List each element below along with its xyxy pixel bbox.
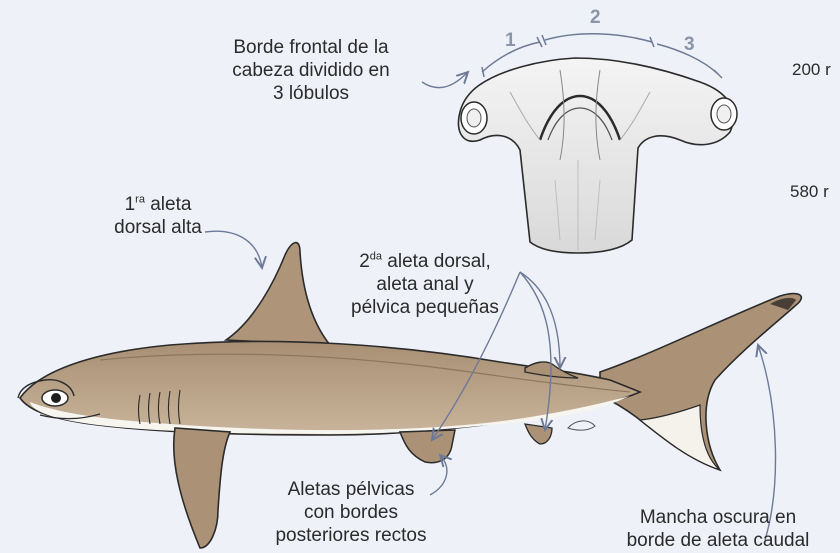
label-line: cabeza dividido en <box>203 59 419 82</box>
label-line: dorsal alta <box>98 216 218 239</box>
label-caudal-spot: Mancha oscura en borde de aleta caudal <box>603 506 833 552</box>
label-second-dorsal: 2da aleta dorsal, aleta anal y pélvica p… <box>330 250 520 319</box>
label-line: aleta anal y <box>330 273 520 296</box>
label-line: pélvica pequeñas <box>330 296 520 319</box>
label-line: Mancha oscura en <box>603 506 833 529</box>
label-line: con bordes <box>258 501 444 524</box>
lobe-number-3: 3 <box>684 34 695 56</box>
cropped-side-text-1: 200 r <box>792 60 831 80</box>
label-line: 2da aleta dorsal, <box>330 250 520 273</box>
label-head-border: Borde frontal de la cabeza dividido en 3… <box>203 36 419 105</box>
hammerhead-head-illustration <box>458 58 737 253</box>
label-line: borde de aleta caudal <box>603 529 833 552</box>
label-line: Borde frontal de la <box>203 36 419 59</box>
lobe-number-2: 2 <box>590 7 601 29</box>
label-line: Aletas pélvicas <box>258 478 444 501</box>
label-line: posteriores rectos <box>258 524 444 547</box>
cropped-side-text-2: 580 r <box>790 182 829 202</box>
label-line: 3 lóbulos <box>203 82 419 105</box>
label-first-dorsal: 1ra aleta dorsal alta <box>98 193 218 239</box>
label-pelvic-fins: Aletas pélvicas con bordes posteriores r… <box>258 478 444 547</box>
label-line: 1ra aleta <box>98 193 218 216</box>
lobe-number-1: 1 <box>505 30 516 52</box>
